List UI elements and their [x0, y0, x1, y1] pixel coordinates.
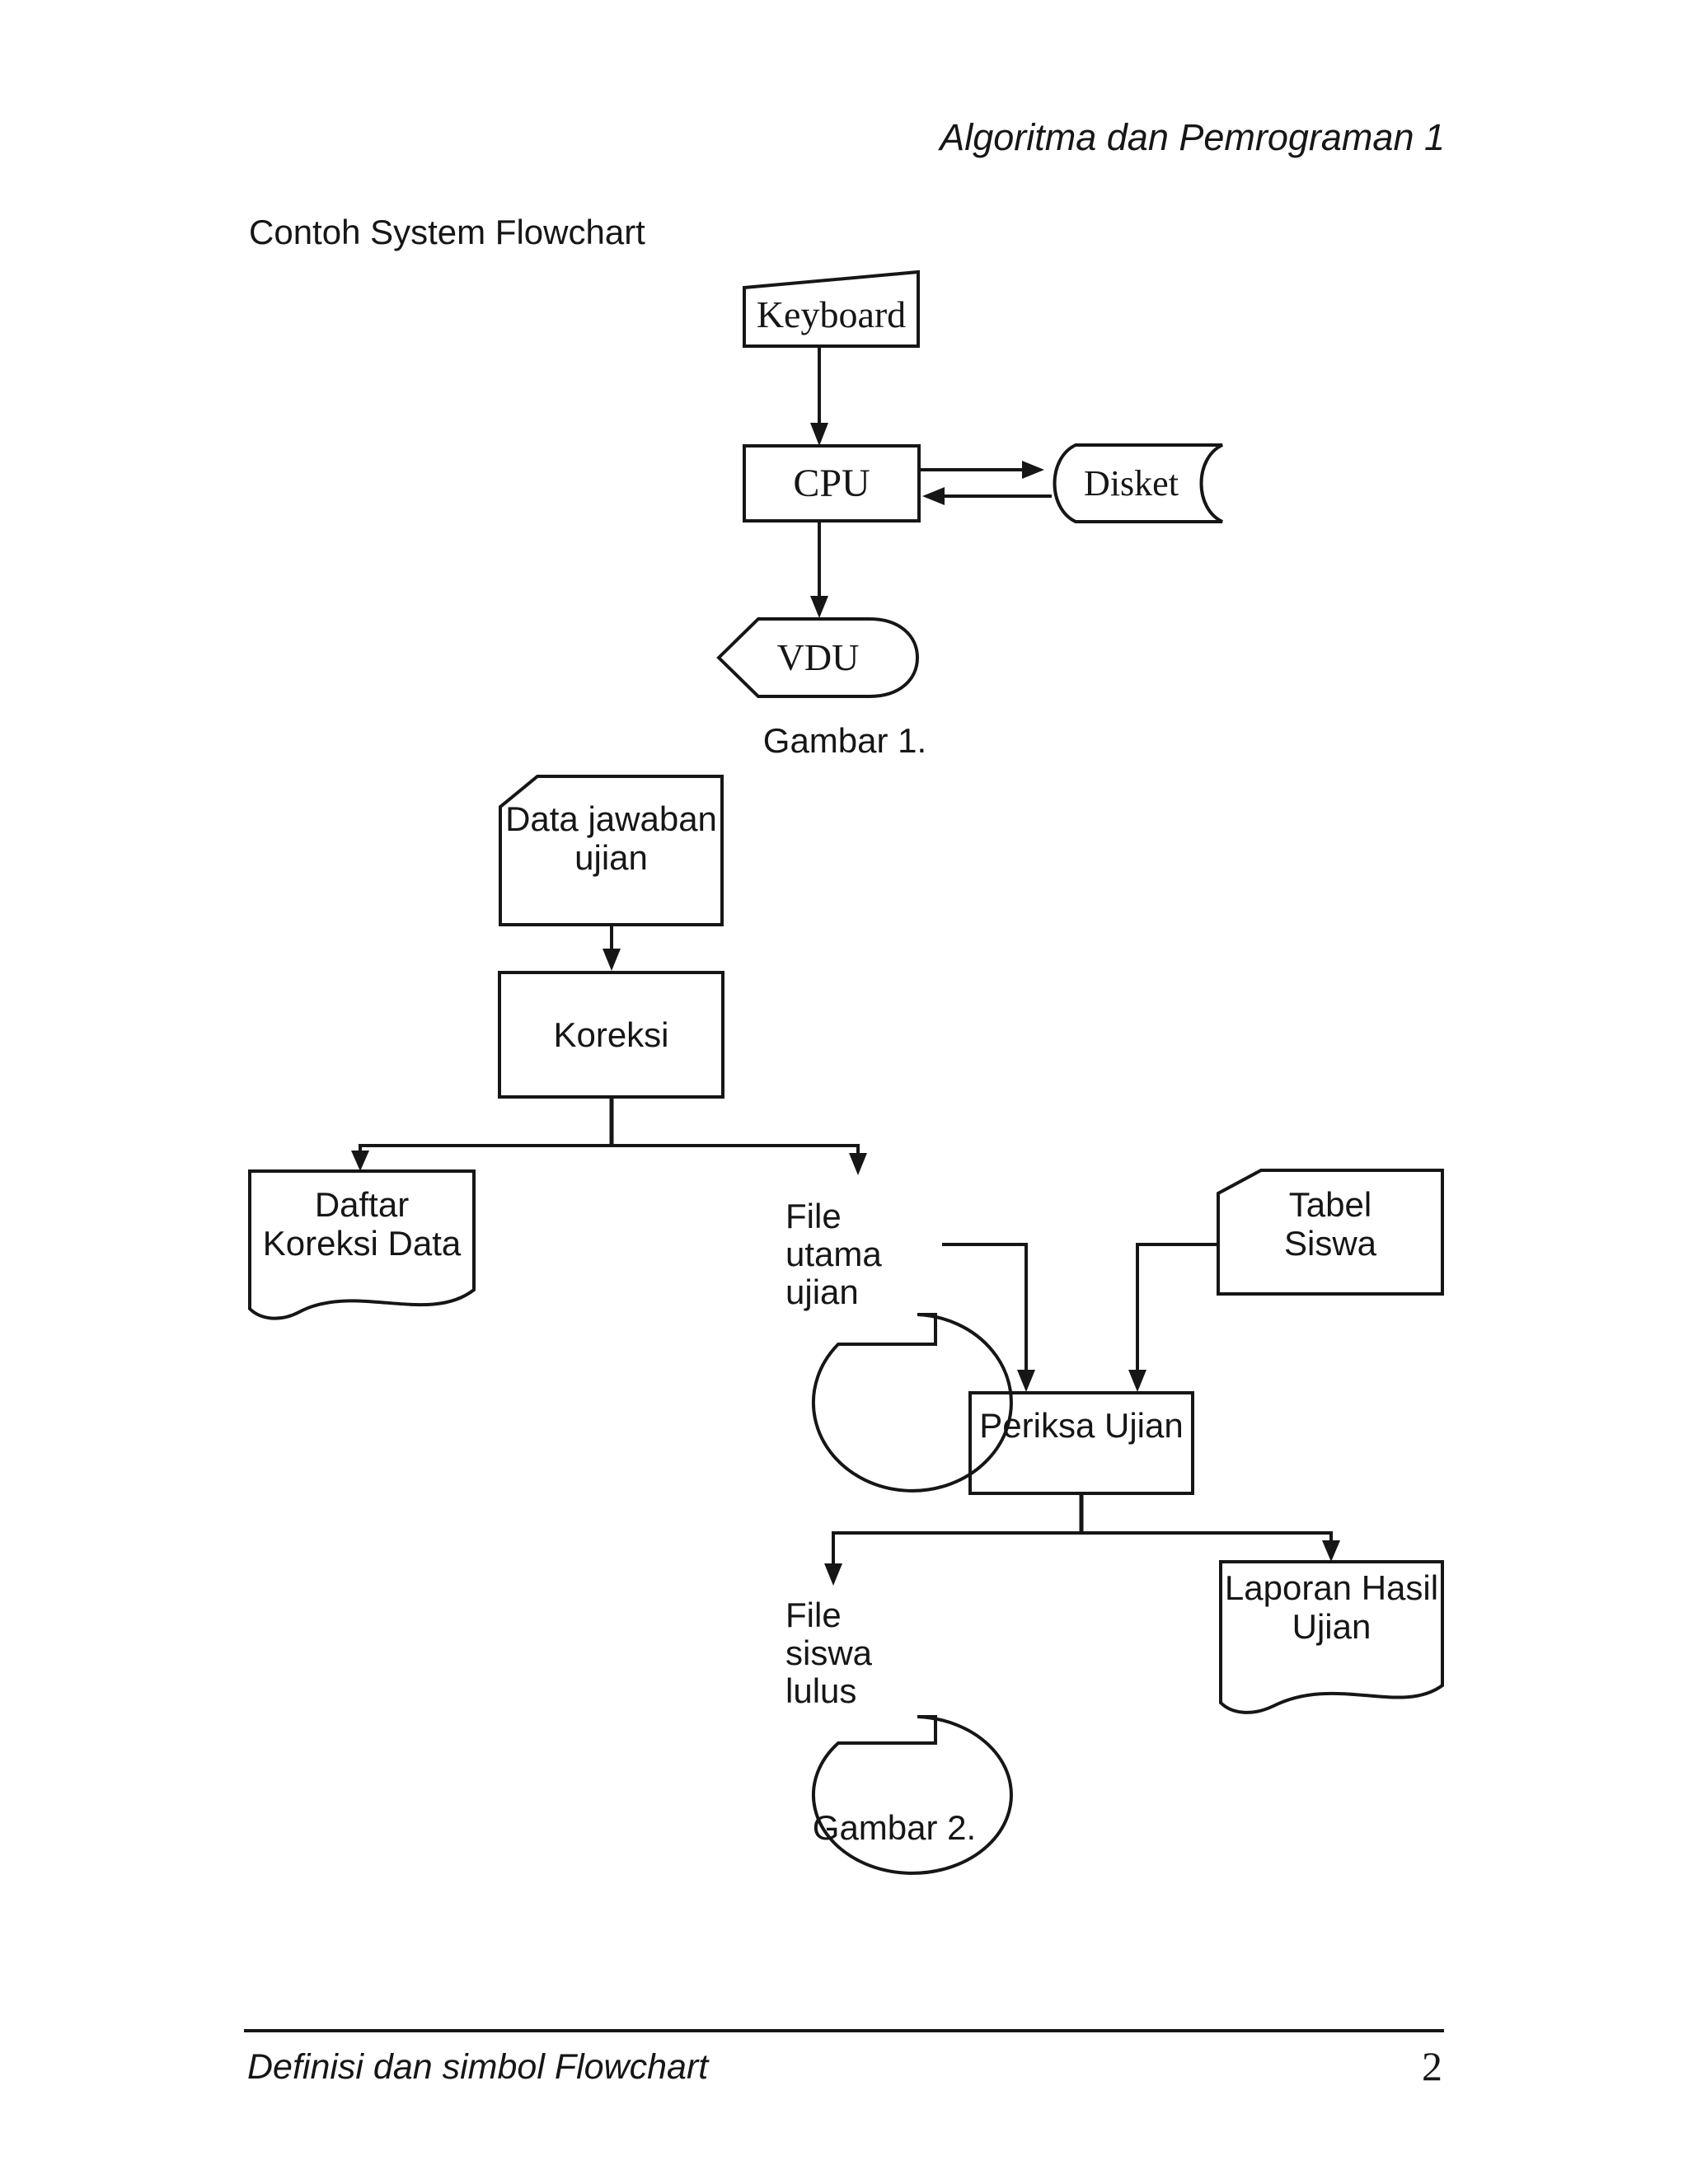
tabel-siswa-node-shape — [1217, 1169, 1444, 1296]
arrowhead-branch-to-daftar — [351, 1151, 369, 1171]
daftar-node-label: Daftar Koreksi Data — [250, 1174, 474, 1273]
daftar-line2: Koreksi Data — [262, 1224, 462, 1263]
file-siswa-line3: lulus — [785, 1671, 857, 1710]
intro-heading: Contoh System Flowchart — [249, 213, 645, 251]
footer-document-title: Definisi dan simbol Flowchart — [247, 2047, 709, 2087]
laporan-line1: Laporan Hasil — [1224, 1568, 1439, 1607]
laporan-line2: Ujian — [1292, 1607, 1372, 1647]
data-jawaban-line1: Data jawaban — [505, 799, 717, 838]
vdu-node-label: VDU — [776, 636, 860, 679]
laporan-node-shape — [1219, 1560, 1444, 1714]
periksa-branch-line — [832, 1531, 1333, 1564]
footer-rule — [244, 2029, 1444, 2032]
file-utama-line2: utama — [785, 1235, 882, 1274]
cpu-node-shape — [743, 444, 921, 523]
tabel-siswa-line1: Tabel — [1288, 1184, 1372, 1224]
koreksi-branch-line — [359, 1144, 860, 1154]
file-siswa-line1: File — [785, 1596, 842, 1635]
file-siswa-line2: siswa — [785, 1633, 873, 1673]
disket-node-label: Disket — [1084, 463, 1179, 504]
file-utama-node-shape — [811, 1313, 1013, 1493]
cpu-node-label: CPU — [793, 461, 870, 505]
keyboard-node-label: Keyboard — [756, 293, 907, 336]
arrowhead-disket-to-cpu — [922, 487, 945, 505]
disket-node-shape — [1053, 443, 1223, 523]
page-number: 2 — [1422, 2043, 1442, 2089]
periksa-node-label: Periksa Ujian — [979, 1406, 1184, 1445]
file-siswa-node-label: File siswa lulus — [785, 1596, 921, 1711]
figure1-caption: Gambar 1. — [762, 721, 927, 760]
vdu-node-shape — [716, 617, 920, 698]
arrowhead-cpu-to-disket — [1022, 461, 1044, 479]
arrowhead-file-utama-to-periksa — [1017, 1370, 1035, 1392]
keyboard-node-shape — [743, 269, 920, 348]
laporan-node-label: Laporan Hasil Ujian — [1221, 1562, 1442, 1685]
daftar-node-shape — [248, 1169, 476, 1320]
daftar-line1: Daftar — [314, 1184, 410, 1224]
arrowhead-branch-to-file-siswa — [824, 1563, 842, 1586]
connector-file-utama-to-periksa — [942, 1243, 1028, 1371]
data-jawaban-line2: ujian — [574, 838, 648, 877]
figure2-caption: Gambar 2. — [812, 1808, 977, 1847]
arrowhead-data-to-koreksi — [603, 949, 621, 971]
page-header-title: Algoritma dan Pemrograman 1 — [940, 116, 1445, 158]
arrowhead-branch-to-laporan — [1322, 1540, 1340, 1562]
arrowhead-branch-to-file-utama — [849, 1153, 867, 1175]
koreksi-node-label: Koreksi — [553, 1015, 669, 1054]
file-utama-line1: File — [785, 1197, 842, 1236]
file-utama-line3: ujian — [785, 1272, 859, 1311]
connector-tabel-to-periksa — [1136, 1243, 1218, 1371]
tabel-siswa-line2: Siswa — [1283, 1224, 1377, 1263]
arrowhead-tabel-to-periksa — [1128, 1370, 1146, 1392]
data-jawaban-node-label: Data jawaban ujian — [500, 776, 722, 900]
file-utama-node-label: File utama ujian — [785, 1197, 921, 1312]
file-siswa-node-shape — [812, 1715, 1013, 1875]
tabel-siswa-node-label: Tabel Siswa — [1218, 1174, 1442, 1273]
arrowhead-cpu-to-vdu — [810, 596, 828, 618]
arrowhead-keyboard-to-cpu — [810, 423, 828, 446]
